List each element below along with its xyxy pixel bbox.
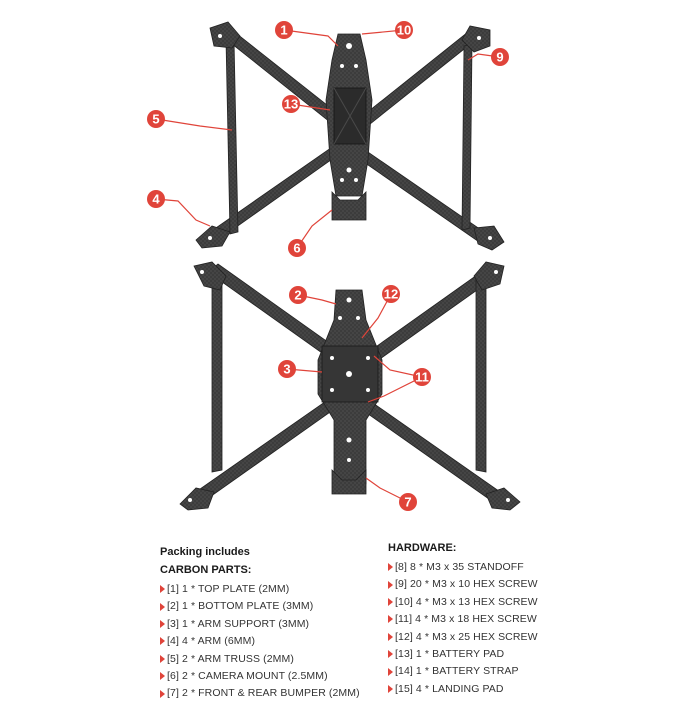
bullet-arrow-icon bbox=[160, 620, 165, 628]
motor-pad-tr bbox=[461, 25, 491, 53]
bullet-arrow-icon bbox=[160, 689, 165, 698]
arm-b-truss-right bbox=[475, 275, 487, 473]
list-item: [13] 1 * BATTERY PAD bbox=[388, 646, 688, 663]
svg-text:4: 4 bbox=[152, 192, 160, 207]
list-item: [10] 4 * M3 x 13 HEX SCREW bbox=[388, 594, 688, 611]
callout-9: 9 bbox=[491, 48, 509, 66]
callout-13: 13 bbox=[282, 95, 300, 113]
bullet-arrow-icon bbox=[388, 598, 393, 606]
svg-text:11: 11 bbox=[415, 370, 429, 385]
bullet-arrow-icon bbox=[388, 632, 393, 641]
list-item: [14] 1 * BATTERY STRAP bbox=[388, 663, 688, 680]
svg-text:1: 1 bbox=[280, 23, 287, 38]
callout-1: 1 bbox=[275, 21, 293, 39]
callout-4: 4 bbox=[147, 190, 165, 208]
motor-pad-b-br bbox=[485, 487, 521, 511]
list-item: [12] 4 * M3 x 25 HEX SCREW bbox=[388, 629, 688, 646]
svg-text:7: 7 bbox=[404, 495, 411, 510]
svg-text:9: 9 bbox=[496, 50, 503, 65]
rear-bumper bbox=[331, 469, 367, 495]
bullet-arrow-icon bbox=[160, 585, 165, 594]
svg-text:10: 10 bbox=[397, 23, 411, 38]
hardware-list: [8] 8 * M3 x 35 STANDOFF [9] 20 * M3 x 1… bbox=[388, 559, 688, 698]
arm-b-truss-left bbox=[211, 273, 223, 473]
bullet-arrow-icon bbox=[388, 667, 393, 676]
callout-3: 3 bbox=[278, 360, 296, 378]
arm-truss-right bbox=[461, 43, 473, 231]
list-item: [1] 1 * TOP PLATE (2MM) bbox=[160, 581, 390, 598]
callout-11: 11 bbox=[413, 368, 431, 386]
bullet-arrow-icon bbox=[388, 563, 393, 572]
carbon-parts-list: [1] 1 * TOP PLATE (2MM) [2] 1 * BOTTOM P… bbox=[160, 581, 390, 703]
callout-2: 2 bbox=[289, 286, 307, 304]
list-item: [4] 4 * ARM (6MM) bbox=[160, 633, 390, 650]
list-item: [3] 1 * ARM SUPPORT (3MM) bbox=[160, 616, 390, 633]
svg-text:2: 2 bbox=[294, 288, 301, 303]
packing-title: Packing includes bbox=[160, 546, 250, 558]
carbon-parts-heading: CARBON PARTS: bbox=[160, 564, 252, 576]
svg-text:6: 6 bbox=[293, 241, 300, 256]
carbon-parts-column: Packing includes CARBON PARTS: [1] 1 * T… bbox=[160, 541, 390, 703]
svg-text:3: 3 bbox=[283, 362, 290, 377]
hardware-column: HARDWARE: [8] 8 * M3 x 35 STANDOFF [9] 2… bbox=[388, 541, 688, 698]
svg-text:5: 5 bbox=[152, 112, 159, 127]
bullet-arrow-icon bbox=[388, 580, 393, 589]
motor-pad-b-bl bbox=[179, 487, 215, 511]
bullet-arrow-icon bbox=[388, 684, 393, 693]
list-item: [6] 2 * CAMERA MOUNT (2.5MM) bbox=[160, 668, 390, 685]
callout-6: 6 bbox=[288, 239, 306, 257]
callout-5: 5 bbox=[147, 110, 165, 128]
frame-bottom-view bbox=[179, 261, 521, 511]
bullet-arrow-icon bbox=[160, 602, 165, 611]
list-item: [9] 20 * M3 x 10 HEX SCREW bbox=[388, 576, 688, 593]
motor-pad-b-tl bbox=[193, 261, 227, 291]
list-item: [5] 2 * ARM TRUSS (2MM) bbox=[160, 651, 390, 668]
motor-pad-tl bbox=[209, 21, 241, 49]
bullet-arrow-icon bbox=[160, 637, 165, 646]
bullet-arrow-icon bbox=[160, 672, 165, 681]
frame-exploded-diagram: 1 10 9 13 5 4 6 2 12 3 11 7 bbox=[147, 21, 521, 511]
list-item: [8] 8 * M3 x 35 STANDOFF bbox=[388, 559, 688, 576]
bullet-arrow-icon bbox=[388, 650, 393, 659]
callout-12: 12 bbox=[382, 285, 400, 303]
list-item: [11] 4 * M3 x 18 HEX SCREW bbox=[388, 611, 688, 628]
svg-text:12: 12 bbox=[384, 287, 398, 302]
frame-top-view bbox=[195, 21, 505, 251]
callouts: 1 10 9 13 5 4 6 2 12 3 11 7 bbox=[147, 21, 509, 511]
bullet-arrow-icon bbox=[160, 654, 165, 663]
callout-7: 7 bbox=[399, 493, 417, 511]
motor-pad-bl bbox=[195, 225, 231, 249]
arm-truss-left bbox=[225, 39, 239, 235]
svg-text:13: 13 bbox=[284, 97, 298, 112]
hardware-heading: HARDWARE: bbox=[388, 542, 457, 554]
list-item: [2] 1 * BOTTOM PLATE (3MM) bbox=[160, 598, 390, 615]
list-item: [15] 4 * LANDING PAD bbox=[388, 681, 688, 698]
motor-pad-b-tr bbox=[473, 261, 505, 291]
list-item: [7] 2 * FRONT & REAR BUMPER (2MM) bbox=[160, 685, 390, 702]
callout-10: 10 bbox=[395, 21, 413, 39]
bullet-arrow-icon bbox=[388, 615, 393, 624]
camera-mount bbox=[331, 191, 367, 221]
